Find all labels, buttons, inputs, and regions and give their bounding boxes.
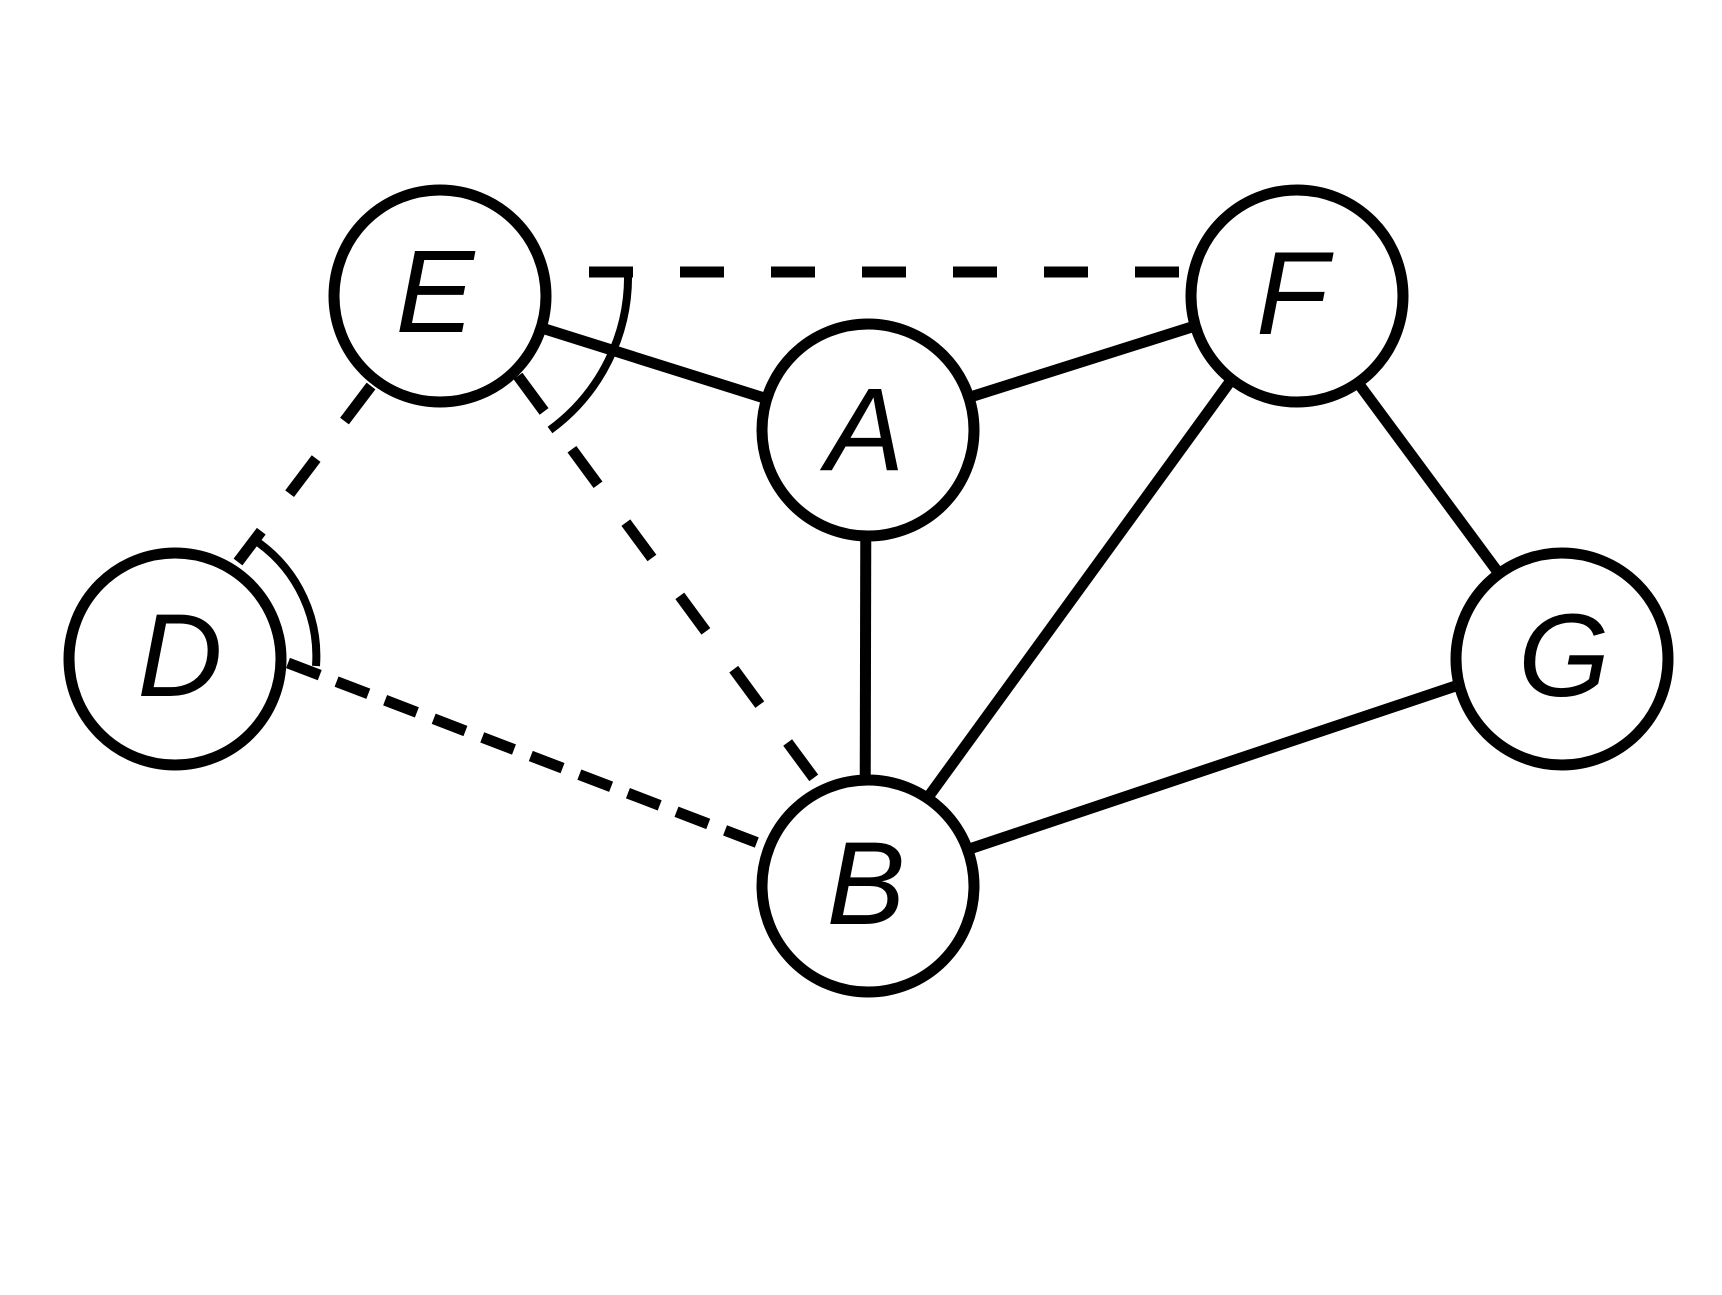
node-a: A bbox=[756, 318, 980, 542]
node-b: B bbox=[756, 774, 980, 998]
angle-arc-d bbox=[256, 539, 321, 667]
edge-e-d-dashed bbox=[233, 382, 376, 566]
node-a-label: A bbox=[820, 364, 905, 496]
node-b-circle bbox=[756, 774, 980, 998]
node-d: D bbox=[63, 547, 287, 771]
angle-arc-e bbox=[547, 271, 633, 434]
edge-d-b-dashed bbox=[286, 657, 760, 849]
node-f-circle bbox=[1185, 184, 1409, 408]
node-e-circle bbox=[328, 184, 552, 408]
node-d-circle bbox=[63, 547, 287, 771]
node-e-label: E bbox=[396, 226, 476, 358]
edge-f-b bbox=[860, 291, 1298, 888]
node-a-circle bbox=[756, 318, 980, 542]
node-e: E bbox=[328, 184, 552, 408]
node-b-label: B bbox=[827, 818, 906, 950]
node-f: F bbox=[1185, 184, 1409, 408]
node-g-label: G bbox=[1518, 590, 1610, 722]
node-g: G bbox=[1450, 547, 1674, 771]
node-d-label: D bbox=[137, 590, 222, 722]
node-f-label: F bbox=[1256, 228, 1334, 360]
node-g-circle bbox=[1450, 547, 1674, 771]
edge-g-b bbox=[863, 646, 1559, 890]
